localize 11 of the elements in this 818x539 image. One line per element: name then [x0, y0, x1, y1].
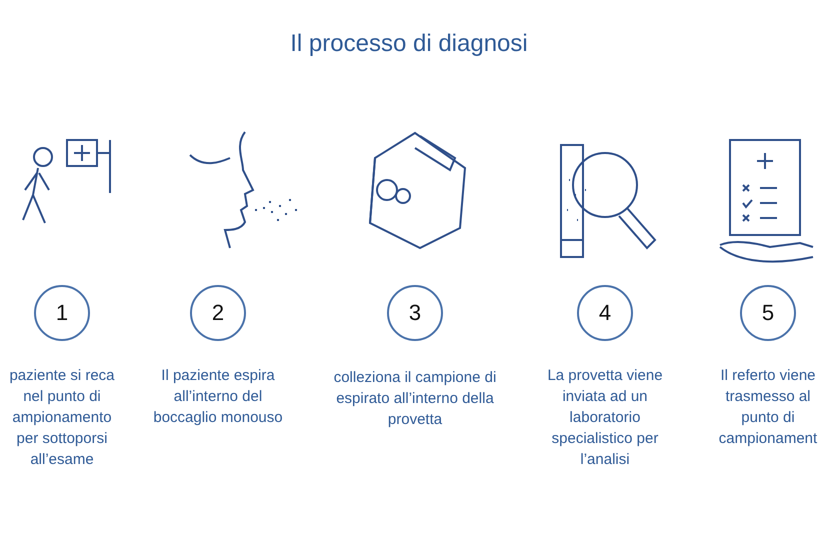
step-number-circle: 4	[577, 285, 633, 341]
step-description: colleziona il campione di espirato all’interno della provetta	[332, 368, 498, 430]
step-number-circle: 5	[740, 285, 796, 341]
step-description: paziente si reca nel punto di ampionamento per sottoporsi all’esame	[8, 366, 116, 470]
title: Il processo di diagnosi	[289, 30, 529, 58]
step-description: Il referto viene trasmesso al punto di campionament	[718, 366, 818, 449]
step-number-circle: 3	[387, 285, 443, 341]
step-description: Il paziente espira all’interno del boccaglio monouso	[152, 366, 284, 428]
step-description: La provetta viene inviata ad un laboratorio specialistico per l’analisi	[546, 366, 664, 470]
step-number-circle: 1	[34, 285, 90, 341]
step-number-circle: 2	[190, 285, 246, 341]
